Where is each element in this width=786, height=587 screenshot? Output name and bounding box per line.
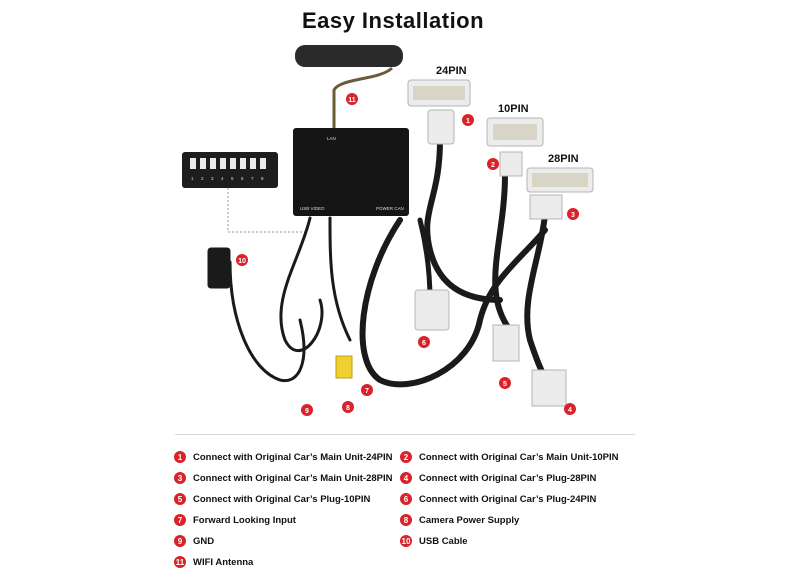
marker-10: 10 — [238, 258, 246, 265]
legend-item: 2 Connect with Original Car’s Main Unit-… — [400, 451, 619, 463]
legend-item: 8 Camera Power Supply — [400, 514, 519, 526]
badge: 1 — [174, 451, 186, 463]
switch-num: 7 — [251, 176, 254, 181]
diagram-markers: 11 1 2 3 10 6 7 5 9 8 4 — [236, 93, 579, 416]
harness-connectors — [207, 109, 567, 407]
usb-video-label: USB VIDEO — [300, 206, 325, 211]
legend-item: 4 Connect with Original Car’s Plug-28PIN — [400, 472, 596, 484]
legend-item: 10 USB Cable — [400, 535, 468, 547]
marker-1: 1 — [466, 118, 470, 125]
marker-7: 7 — [365, 388, 369, 395]
marker-9: 9 — [305, 408, 309, 415]
power-can-label: POWER CAN — [376, 206, 404, 211]
legend-item: 1 Connect with Original Car’s Main Unit-… — [174, 451, 393, 463]
lan-label: LAN — [327, 136, 336, 141]
pin10-label: 10PIN — [498, 103, 529, 115]
legend-text: Connect with Original Car’s Main Unit-28… — [193, 472, 393, 484]
badge: 7 — [174, 514, 186, 526]
badge: 5 — [174, 493, 186, 505]
legend-item: 7 Forward Looking Input — [174, 514, 296, 526]
legend-text: Forward Looking Input — [193, 514, 296, 526]
page-title: Easy Installation — [301, 8, 485, 33]
switch-num: 5 — [231, 176, 234, 181]
legend-text: Connect with Original Car’s Main Unit-24… — [193, 451, 393, 463]
dip-switch: 1 2 3 4 5 6 7 8 — [182, 152, 308, 233]
connector-10pin: 10PIN — [486, 103, 544, 147]
switch-num: 6 — [241, 176, 244, 181]
legend-text: Connect with Original Car’s Main Unit-10… — [419, 451, 619, 463]
switch-num: 3 — [211, 176, 214, 181]
badge: 8 — [400, 514, 412, 526]
badge: 9 — [174, 535, 186, 547]
badge: 10 — [400, 535, 412, 547]
badge: 2 — [400, 451, 412, 463]
legend-text: Connect with Original Car’s Plug-10PIN — [193, 493, 371, 505]
badge: 11 — [174, 556, 186, 568]
legend-text: Connect with Original Car’s Plug-28PIN — [419, 472, 597, 484]
legend-text: WIFI Antenna — [193, 556, 254, 568]
switch-num: 2 — [201, 176, 204, 181]
legend-text: Camera Power Supply — [419, 514, 520, 526]
legend-text: USB Cable — [419, 535, 468, 547]
legend-text: GND — [193, 535, 215, 547]
legend-item: 3 Connect with Original Car’s Main Unit-… — [174, 472, 393, 484]
marker-5: 5 — [503, 381, 507, 388]
badge: 3 — [174, 472, 186, 484]
marker-8: 8 — [346, 405, 350, 412]
marker-3: 3 — [571, 212, 575, 219]
legend-item: 9 GND — [174, 535, 214, 547]
marker-6: 6 — [422, 340, 426, 347]
pin24-label: 24PIN — [436, 65, 467, 77]
badge: 6 — [400, 493, 412, 505]
marker-11: 11 — [348, 97, 356, 104]
connector-24pin: 24PIN — [407, 65, 471, 107]
marker-4: 4 — [568, 407, 572, 414]
connector-28pin: 28PIN — [526, 153, 594, 193]
marker-2: 2 — [491, 162, 495, 169]
wifi-antenna — [295, 45, 403, 128]
interface-box: LAN USB VIDEO POWER CAN — [293, 128, 409, 216]
switch-num: 1 — [191, 176, 194, 181]
switch-num: 8 — [261, 176, 264, 181]
divider — [175, 434, 635, 435]
legend-text: Connect with Original Car’s Plug-24PIN — [419, 493, 597, 505]
legend-item: 6 Connect with Original Car’s Plug-24PIN — [400, 493, 596, 505]
wiring-diagram: LAN USB VIDEO POWER CAN 1 2 3 4 5 6 7 8 … — [182, 45, 594, 416]
switch-num: 4 — [221, 176, 224, 181]
legend-item: 5 Connect with Original Car’s Plug-10PIN — [174, 493, 370, 505]
badge: 4 — [400, 472, 412, 484]
legend-item: 11 WIFI Antenna — [174, 556, 253, 568]
pin28-label: 28PIN — [548, 153, 579, 165]
